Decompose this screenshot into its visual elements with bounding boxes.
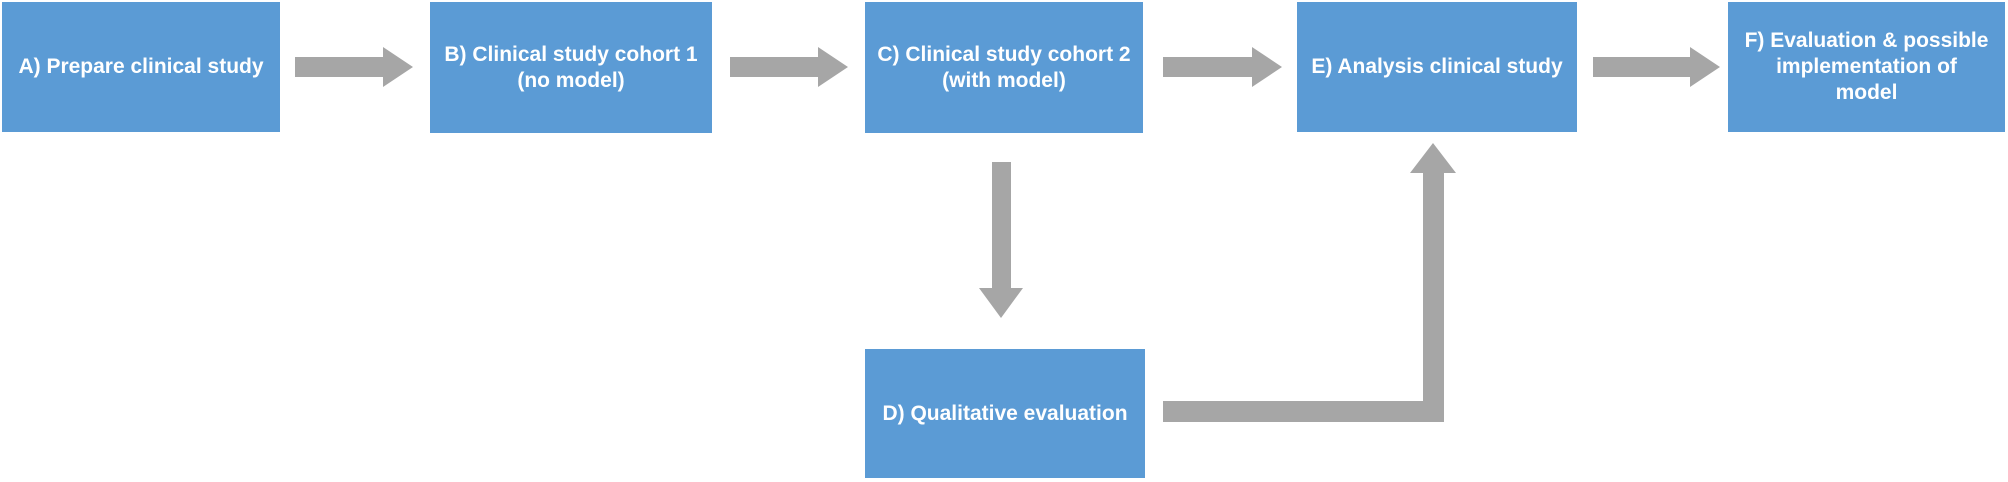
arrow-c-to-d-icon [979,162,1023,318]
flow-box-clinical-study-cohort-2: C) Clinical study cohort 2 (with model) [865,2,1143,133]
flow-box-clinical-study-cohort-1: B) Clinical study cohort 1 (no model) [430,2,712,133]
flow-box-label: F) Evaluation & possible implementation … [1744,29,1989,104]
arrow-a-to-b-icon [295,47,413,87]
flow-box-prepare-clinical-study: A) Prepare clinical study [2,2,280,132]
connector-d-to-e-icon [1163,143,1456,422]
arrow-b-to-c-icon [730,47,848,87]
flow-box-analysis-clinical-study: E) Analysis clinical study [1297,2,1577,132]
flow-box-evaluation-implementation: F) Evaluation & possible implementation … [1728,2,2005,132]
flow-box-qualitative-evaluation: D) Qualitative evaluation [865,349,1145,478]
flow-box-label: E) Analysis clinical study [1311,55,1563,78]
flow-box-label: A) Prepare clinical study [18,55,264,78]
flow-box-label: D) Qualitative evaluation [882,401,1128,425]
arrow-e-to-f-icon [1593,47,1720,87]
flow-box-label: B) Clinical study cohort 1 (no model) [444,42,698,92]
flow-box-label: C) Clinical study cohort 2 (with model) [877,42,1131,92]
arrow-c-to-e-icon [1163,47,1282,87]
